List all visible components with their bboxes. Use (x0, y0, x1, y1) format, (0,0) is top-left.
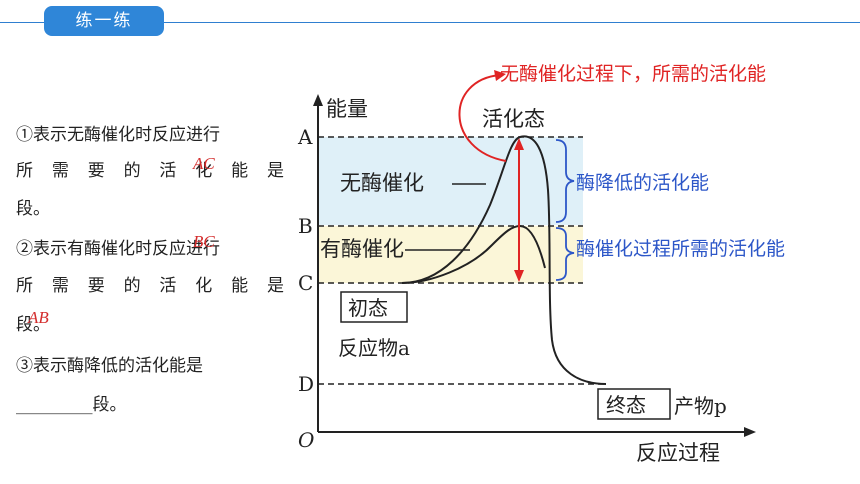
brace-reduced (555, 139, 575, 223)
level-a-label: A (297, 125, 313, 149)
brace-enzyme (555, 227, 575, 281)
level-b-label: B (298, 214, 313, 238)
question-2-line-3: 段。 (16, 315, 50, 335)
header-line (0, 22, 860, 23)
annotation-top-label: 无酶催化过程下，所需的活化能 (500, 63, 766, 85)
x-axis-arrow (744, 427, 756, 437)
band-enzyme (318, 226, 583, 283)
question-1-line-1: ①表示无酶催化时反应进行 (16, 125, 220, 145)
peak-label: 活化态 (482, 107, 545, 131)
question-3-line-2: _________段。 (16, 394, 127, 416)
question-2-line-1: ②表示有酶催化时反应进行 (16, 239, 220, 259)
question-2-answer: BC (193, 232, 215, 251)
final-state-label: 终态 (606, 393, 646, 417)
curve-no-enzyme (401, 135, 607, 385)
curve-enzyme-label: 有酶催化 (320, 237, 404, 261)
x-axis-label: 反应过程 (636, 441, 720, 465)
question-1-answer: AC (193, 154, 215, 173)
level-d-label: D (298, 372, 314, 396)
initial-state-label: 初态 (348, 296, 388, 320)
y-axis-label: 能量 (326, 97, 368, 121)
question-1-line-3: 段。 (16, 199, 50, 219)
annotation-pointer-arrowhead (494, 70, 506, 81)
final-state-box (597, 388, 671, 420)
product-label: 产物p (674, 394, 727, 418)
origin-label: O (298, 428, 314, 452)
curve-no-enzyme-label: 无酶催化 (340, 171, 424, 195)
annotation-enzyme-label: 酶催化过程所需的活化能 (576, 238, 785, 260)
initial-state-box (340, 291, 408, 323)
curve-enzyme (401, 224, 546, 284)
question-1-line-2: 所 需 要 的 活 化 能 是 (16, 161, 284, 181)
band-no-enzyme (318, 137, 583, 225)
question-3-blank[interactable]: _________ (16, 395, 93, 415)
annotation-reduced-label: 酶降低的活化能 (576, 172, 709, 194)
question-3-answer: AB (28, 308, 49, 327)
level-c-label: C (298, 271, 313, 295)
reactant-label: 反应物a (338, 336, 410, 360)
section-badge: 练一练 (44, 6, 164, 36)
y-axis-arrow (313, 94, 323, 106)
activation-arrow-head-bottom (514, 270, 524, 282)
question-3-tail: 段。 (92, 395, 127, 415)
question-2-line-2: 所 需 要 的 活 化 能 是 (16, 276, 284, 296)
activation-arrow-head-top (514, 138, 524, 150)
question-3-line-1: ③表示酶降低的活化能是 (16, 356, 203, 376)
annotation-pointer-curve (458, 74, 507, 162)
